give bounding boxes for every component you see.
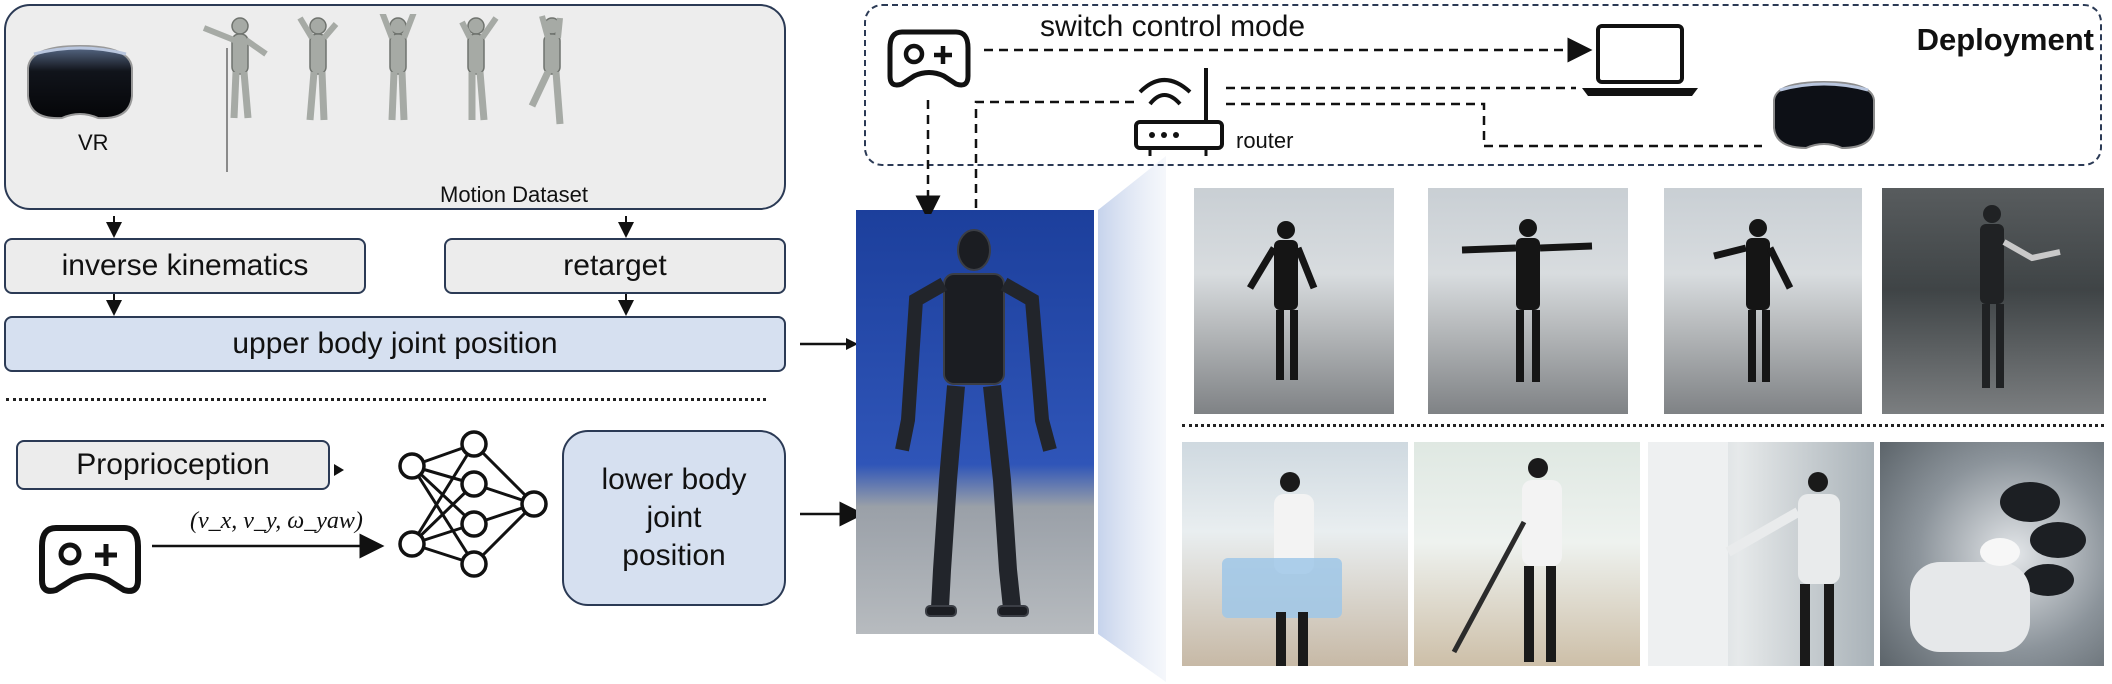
- proprioception-box: Proprioception: [16, 440, 330, 490]
- lower-body-joint-position-box: lower body joint position: [562, 430, 786, 606]
- teleop-photo-4: [1882, 188, 2104, 414]
- task-photo-robot-hand: [1880, 442, 2104, 666]
- deployment-title: Deployment: [1916, 22, 2094, 57]
- inverse-kinematics-box: inverse kinematics: [4, 238, 366, 294]
- arrow-proprioception: [334, 464, 344, 476]
- teleop-photo-1: [1194, 188, 1394, 414]
- task-photo-carry-box: [1182, 442, 1408, 666]
- task-photo-vacuum: [1414, 442, 1640, 666]
- lower-body-line-3: position: [622, 539, 726, 572]
- teleop-photo-3: [1664, 188, 1862, 414]
- human-mesh-figure: [379, 14, 417, 121]
- motion-dataset-figures: [202, 14, 564, 125]
- motion-dataset-label: Motion Dataset: [440, 182, 588, 207]
- router-label: router: [1236, 128, 1294, 153]
- line-router-to-vr: [1226, 102, 1762, 148]
- laptop-icon: [1582, 24, 1698, 96]
- human-mesh-figure: [459, 16, 499, 121]
- router-icon: [1134, 68, 1224, 156]
- vr-divider: [226, 48, 228, 172]
- zoom-fan: [1098, 156, 1166, 682]
- lower-flow: [152, 430, 860, 578]
- switch-control-mode-label: switch control mode: [1040, 10, 1306, 43]
- humanoid-robot-figure: [895, 229, 1057, 617]
- human-mesh-figure: [528, 15, 564, 125]
- neural-network-icon: [398, 430, 548, 578]
- vr-headset-icon: [27, 44, 133, 120]
- gamepad-icon: [39, 525, 141, 594]
- left-separator: [6, 398, 766, 401]
- lower-body-line-2: joint: [646, 501, 702, 534]
- line-router-to-robot: [974, 100, 1134, 208]
- gallery-separator: [1182, 424, 2104, 427]
- gamepad-icon: [887, 29, 971, 88]
- velocity-command-label: (v_x, v_y, ω_yaw): [190, 508, 363, 534]
- deployment-connections: [887, 24, 1875, 214]
- vr-label: VR: [78, 130, 109, 155]
- robot-photo: [856, 210, 1094, 634]
- arrow-upper-to-robot: [800, 338, 858, 350]
- human-mesh-figure: [297, 16, 339, 121]
- lower-body-line-1: lower body: [601, 463, 747, 496]
- upper-arrows: [106, 216, 634, 316]
- upper-body-joint-position-box: upper body joint position: [4, 316, 786, 372]
- retarget-box: retarget: [444, 238, 786, 294]
- teleop-photo-2: [1428, 188, 1628, 414]
- human-mesh-figure: [202, 17, 268, 119]
- vr-headset-icon: [1773, 80, 1875, 150]
- deployment-panel: [864, 4, 2102, 166]
- task-photo-open-door: [1648, 442, 1874, 666]
